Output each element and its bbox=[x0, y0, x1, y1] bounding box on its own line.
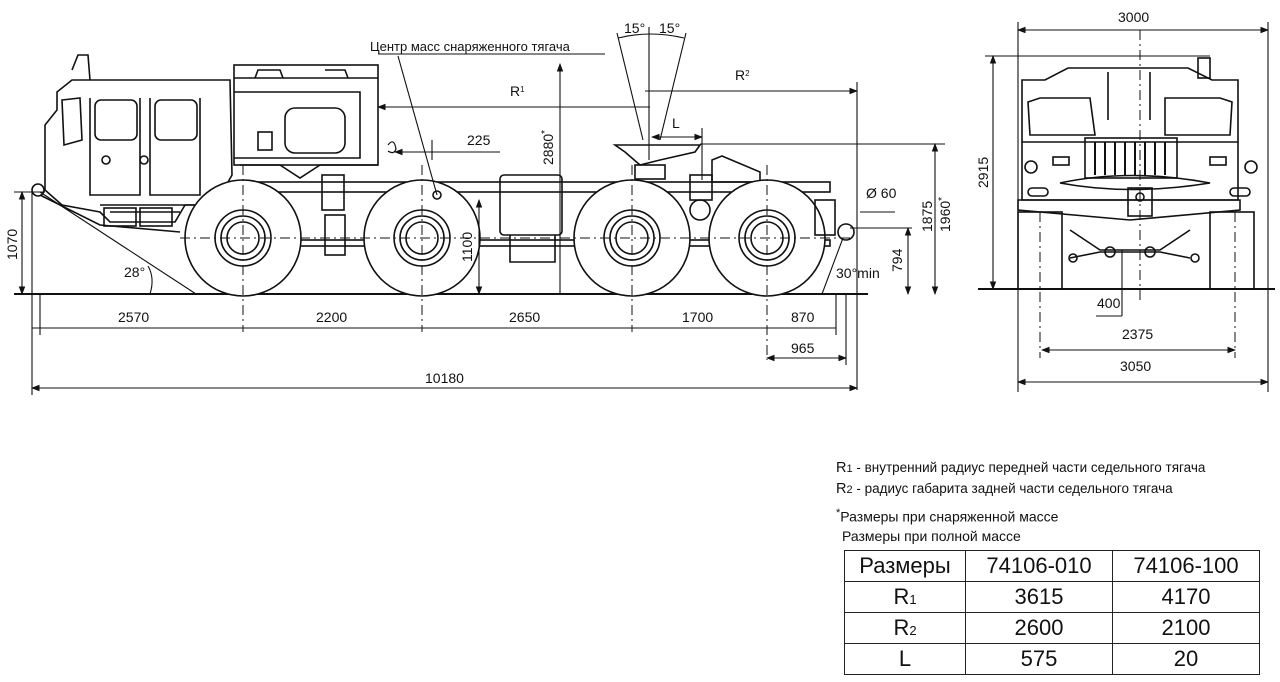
dim-10180: 10180 bbox=[425, 370, 464, 386]
table-header: 74106-100 bbox=[1112, 550, 1260, 582]
legend-symbol-sub: 1 bbox=[846, 463, 853, 475]
side-view bbox=[14, 27, 945, 395]
table-cell-param: L bbox=[844, 643, 966, 675]
table-cell: 3615 bbox=[965, 581, 1113, 613]
battery-box bbox=[509, 235, 556, 263]
table-cell: 4170 bbox=[1112, 581, 1260, 613]
wheel-3 bbox=[573, 179, 691, 297]
table-cell: 20 bbox=[1112, 643, 1260, 675]
table-cell: 2100 bbox=[1112, 612, 1260, 644]
note-full-mass: Размеры при полной массе bbox=[836, 527, 1058, 546]
suspension-bracket bbox=[321, 174, 345, 211]
dimensions-table: Размеры 74106-010 74106-100 R1 3615 4170… bbox=[844, 550, 1260, 675]
table-row: R2 2600 2100 bbox=[844, 612, 1260, 644]
dim-2880: 2880* bbox=[540, 130, 556, 165]
dim-1875: 1875 bbox=[919, 201, 935, 232]
suspension-unit bbox=[324, 214, 346, 256]
dim-1960: 1960* bbox=[937, 197, 953, 232]
dim-1700: 1700 bbox=[682, 309, 713, 325]
tow-hitch bbox=[837, 223, 855, 241]
note-text: Размеры при снаряженной массе bbox=[840, 508, 1059, 525]
table-header: 74106-010 bbox=[965, 550, 1113, 582]
departure-angle: 30°min bbox=[836, 265, 880, 281]
front-view bbox=[978, 22, 1275, 392]
note-mark: * bbox=[836, 507, 841, 519]
legend-symbol: R bbox=[836, 460, 847, 476]
angle-left-label: 15° bbox=[624, 20, 645, 36]
r1-label: R1 bbox=[510, 83, 525, 99]
legend-symbol: R bbox=[836, 481, 847, 497]
r2-label: R2 bbox=[735, 67, 750, 83]
legend: R1 - внутренний радиус передней части се… bbox=[836, 458, 1205, 500]
legend-symbol-sub: 2 bbox=[846, 484, 853, 496]
dim-2375: 2375 bbox=[1122, 326, 1153, 342]
engine-compartment bbox=[233, 64, 379, 179]
dim-1070: 1070 bbox=[4, 229, 20, 260]
notes: *Размеры при снаряженной массе Размеры п… bbox=[836, 504, 1058, 546]
center-of-mass-marker bbox=[432, 190, 442, 200]
note-text: Размеры при полной массе bbox=[842, 527, 1021, 544]
table-header: Размеры bbox=[844, 550, 966, 582]
table-header-row: Размеры 74106-010 74106-100 bbox=[844, 550, 1260, 582]
fuel-tank bbox=[499, 174, 563, 236]
center-of-mass-label: Центр масс снаряженного тягача bbox=[370, 39, 571, 54]
cab bbox=[39, 54, 233, 233]
legend-item-r1: R1 - внутренний радиус передней части се… bbox=[836, 458, 1205, 479]
dim-2650: 2650 bbox=[509, 309, 540, 325]
dim-400: 400 bbox=[1097, 295, 1121, 311]
dim-225: 225 bbox=[467, 132, 491, 148]
angle-right-label: 15° bbox=[659, 20, 680, 36]
dim-1100: 1100 bbox=[459, 232, 475, 262]
drive-hub bbox=[689, 199, 711, 221]
legend-text: - внутренний радиус передней части седел… bbox=[852, 460, 1206, 475]
l-label: L bbox=[672, 115, 680, 131]
table-row: R1 3615 4170 bbox=[844, 581, 1260, 613]
rear-bumper bbox=[814, 199, 836, 236]
fifth-wheel bbox=[612, 144, 761, 201]
legend-text: - радиус габарита задней части седельног… bbox=[852, 481, 1173, 496]
table-cell-param: R2 bbox=[844, 612, 966, 644]
legend-item-r2: R2 - радиус габарита задней части седель… bbox=[836, 479, 1205, 500]
dim-2200: 2200 bbox=[316, 309, 347, 325]
dim-870: 870 bbox=[791, 309, 815, 325]
front-hook bbox=[31, 183, 45, 197]
dim-794: 794 bbox=[889, 248, 905, 272]
dim-3050: 3050 bbox=[1120, 358, 1151, 374]
dim-2570: 2570 bbox=[118, 309, 149, 325]
dim-2915: 2915 bbox=[975, 157, 991, 188]
note-curb-mass: *Размеры при снаряженной массе bbox=[836, 504, 1058, 527]
dim-965: 965 bbox=[791, 340, 815, 356]
table-cell: 2600 bbox=[965, 612, 1113, 644]
hitch-diameter: Ø 60 bbox=[866, 185, 897, 201]
table-cell: 575 bbox=[965, 643, 1113, 675]
table-cell-param: R1 bbox=[844, 581, 966, 613]
table-row: L 575 20 bbox=[844, 643, 1260, 675]
approach-angle: 28° bbox=[124, 264, 145, 280]
dim-3000: 3000 bbox=[1118, 9, 1149, 25]
